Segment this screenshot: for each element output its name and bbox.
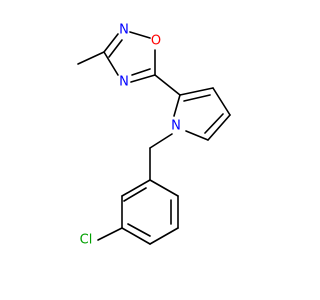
atom-cl: Cl — [80, 233, 93, 248]
bond-c5-n4-double — [131, 68, 151, 76]
atom-n-oxadiazole-top: N — [119, 23, 129, 38]
bond-pyrrole-c4-c5-double — [204, 113, 224, 134]
structure-canvas: N O N N Cl — [77, 23, 231, 248]
bond-benz-c6-c1 — [149, 179, 179, 197]
bond-benz-c3-c4 — [121, 227, 151, 245]
bond-c3-n2 — [103, 33, 119, 53]
bond-c5-n4 — [130, 74, 156, 83]
bond-benz-c3-c4-inner — [127, 223, 151, 237]
atom-n-pyrrole: N — [171, 119, 181, 134]
bond-n2-o1 — [129, 31, 151, 39]
bond-n4-c3 — [103, 51, 119, 76]
bond-benz-c1-c2-inner — [123, 187, 147, 202]
atom-o-oxadiazole: O — [151, 34, 161, 49]
bond-benz-c4-c5 — [149, 227, 179, 245]
atom-n-oxadiazole-bottom: N — [119, 75, 129, 90]
bond-c5-pyrrole — [154, 74, 181, 96]
bond-pyrrole-c2-c3 — [179, 87, 214, 96]
bond-n-ch2 — [149, 133, 173, 149]
bond-pyrrole-n1-c2 — [173, 94, 181, 117]
bond-c3-n2-double — [108, 39, 123, 58]
bond-c-cl — [97, 227, 123, 241]
bond-benz-c1-c2 — [121, 179, 151, 197]
bond-methyl — [77, 51, 105, 65]
molecule-drawing: N O N N Cl — [77, 23, 231, 248]
bond-pyrrole-c4-c5 — [207, 114, 231, 141]
bond-pyrrole-c3-c4 — [212, 87, 231, 116]
bond-pyrrole-c5-n1 — [185, 130, 209, 141]
bond-pyrrole-c2-c3-double — [183, 94, 211, 102]
